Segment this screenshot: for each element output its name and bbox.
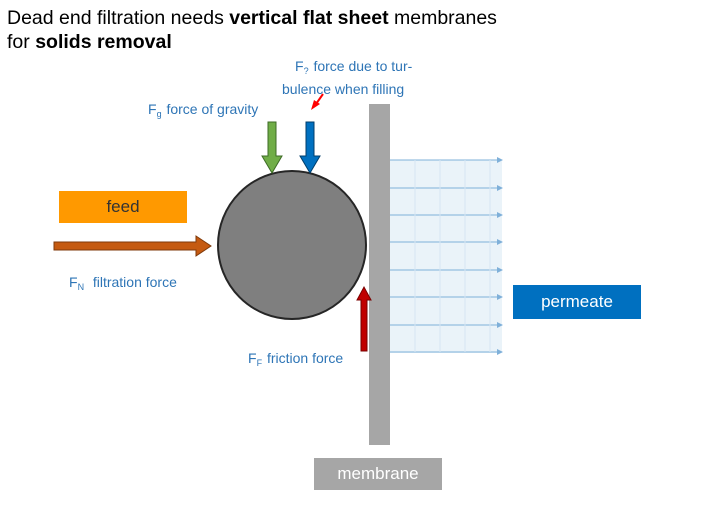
permeate-arrowhead-icon [497,349,503,355]
permeate-arrowhead-icon [497,212,503,218]
title-bold-text: solids removal [35,31,172,53]
permeate-zone [390,160,502,353]
permeate-arrowhead-icon [497,322,503,328]
turbulence-force-arrow-icon [299,121,321,174]
permeate-flow-arrowheads [497,157,503,355]
turbulence-label: F? force due to tur- bulence when fillin… [282,58,413,97]
permeate-vertical-lines [414,160,491,352]
solid-particle [217,170,367,320]
title-text: Dead end filtration needs [7,7,230,29]
permeate-flow-lines [390,159,502,353]
permeate-arrowhead-icon [497,157,503,163]
permeate-arrowhead-icon [497,294,503,300]
gravity-force-arrow-icon [261,121,283,174]
turbulence-pointer-icon [311,100,320,110]
title-bold-text: vertical flat sheet [229,7,389,29]
title-line-1: Dead end filtration needs vertical flat … [7,6,697,30]
friction-force-arrow-icon [356,285,372,352]
gravity-label: Fg force of gravity [148,101,259,119]
filtration-force-arrow-icon [53,235,212,257]
title-text: for [7,31,36,53]
filtration-label: FN filtration force [69,274,177,292]
title-text: membranes [388,7,497,29]
permeate-arrowhead-icon [497,185,503,191]
membrane-label-box: membrane [314,458,442,490]
title-line-2: for solids removal [7,30,697,54]
membrane-sheet [369,104,390,445]
feed-label-box: feed [59,191,187,223]
friction-label: FF friction force [248,350,344,368]
permeate-arrowhead-icon [497,239,503,245]
slide-title: Dead end filtration needs vertical flat … [7,6,697,54]
permeate-arrowhead-icon [497,267,503,273]
permeate-label-box: permeate [513,285,641,319]
